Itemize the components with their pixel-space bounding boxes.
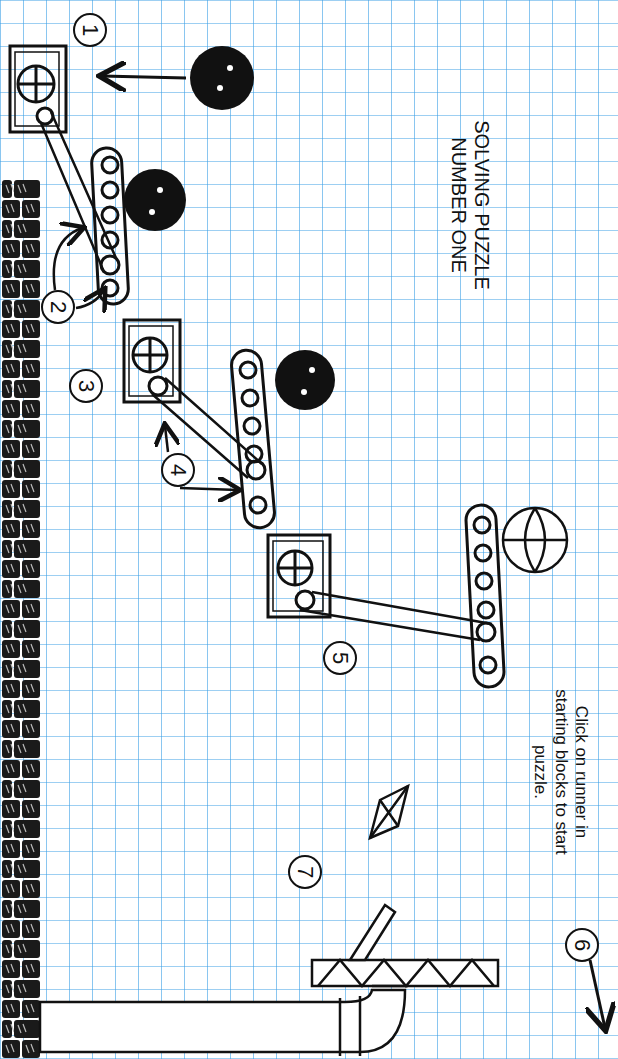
callout-number: 1 xyxy=(73,13,107,47)
arrow xyxy=(102,76,186,78)
starting-blocks xyxy=(370,786,408,838)
note: Click on runner in starting blocks to st… xyxy=(529,685,590,860)
leader-arrow xyxy=(54,228,82,290)
pipe xyxy=(40,986,408,1056)
callout-number: 5 xyxy=(323,641,357,675)
bowling-ball xyxy=(190,46,254,110)
arrow xyxy=(590,960,605,1028)
callout-number: 6 xyxy=(565,928,599,962)
callout-number: 3 xyxy=(69,369,103,403)
leader-arrow xyxy=(165,426,168,452)
motor-cage xyxy=(268,535,330,617)
leader-arrow xyxy=(180,488,238,490)
conveyor-belt xyxy=(91,147,129,304)
callout-number: 2 xyxy=(41,290,75,324)
callout-number: 7 xyxy=(288,855,322,889)
bowling-ball xyxy=(275,350,335,410)
leader-arrow xyxy=(76,290,104,308)
callout-number: 4 xyxy=(161,453,195,487)
conveyor-belt xyxy=(465,504,504,687)
drive-belt xyxy=(41,112,116,272)
basketball xyxy=(503,508,567,572)
drive-belt xyxy=(300,592,492,640)
bowling-ball xyxy=(124,169,186,231)
conveyor-belt xyxy=(230,349,275,529)
brick-wall xyxy=(2,180,40,1058)
title: SOLVING PUZZLE NUMBER ONE xyxy=(447,95,493,315)
girder xyxy=(312,905,498,986)
motor-cage xyxy=(10,46,66,132)
motor-cage xyxy=(124,320,180,402)
